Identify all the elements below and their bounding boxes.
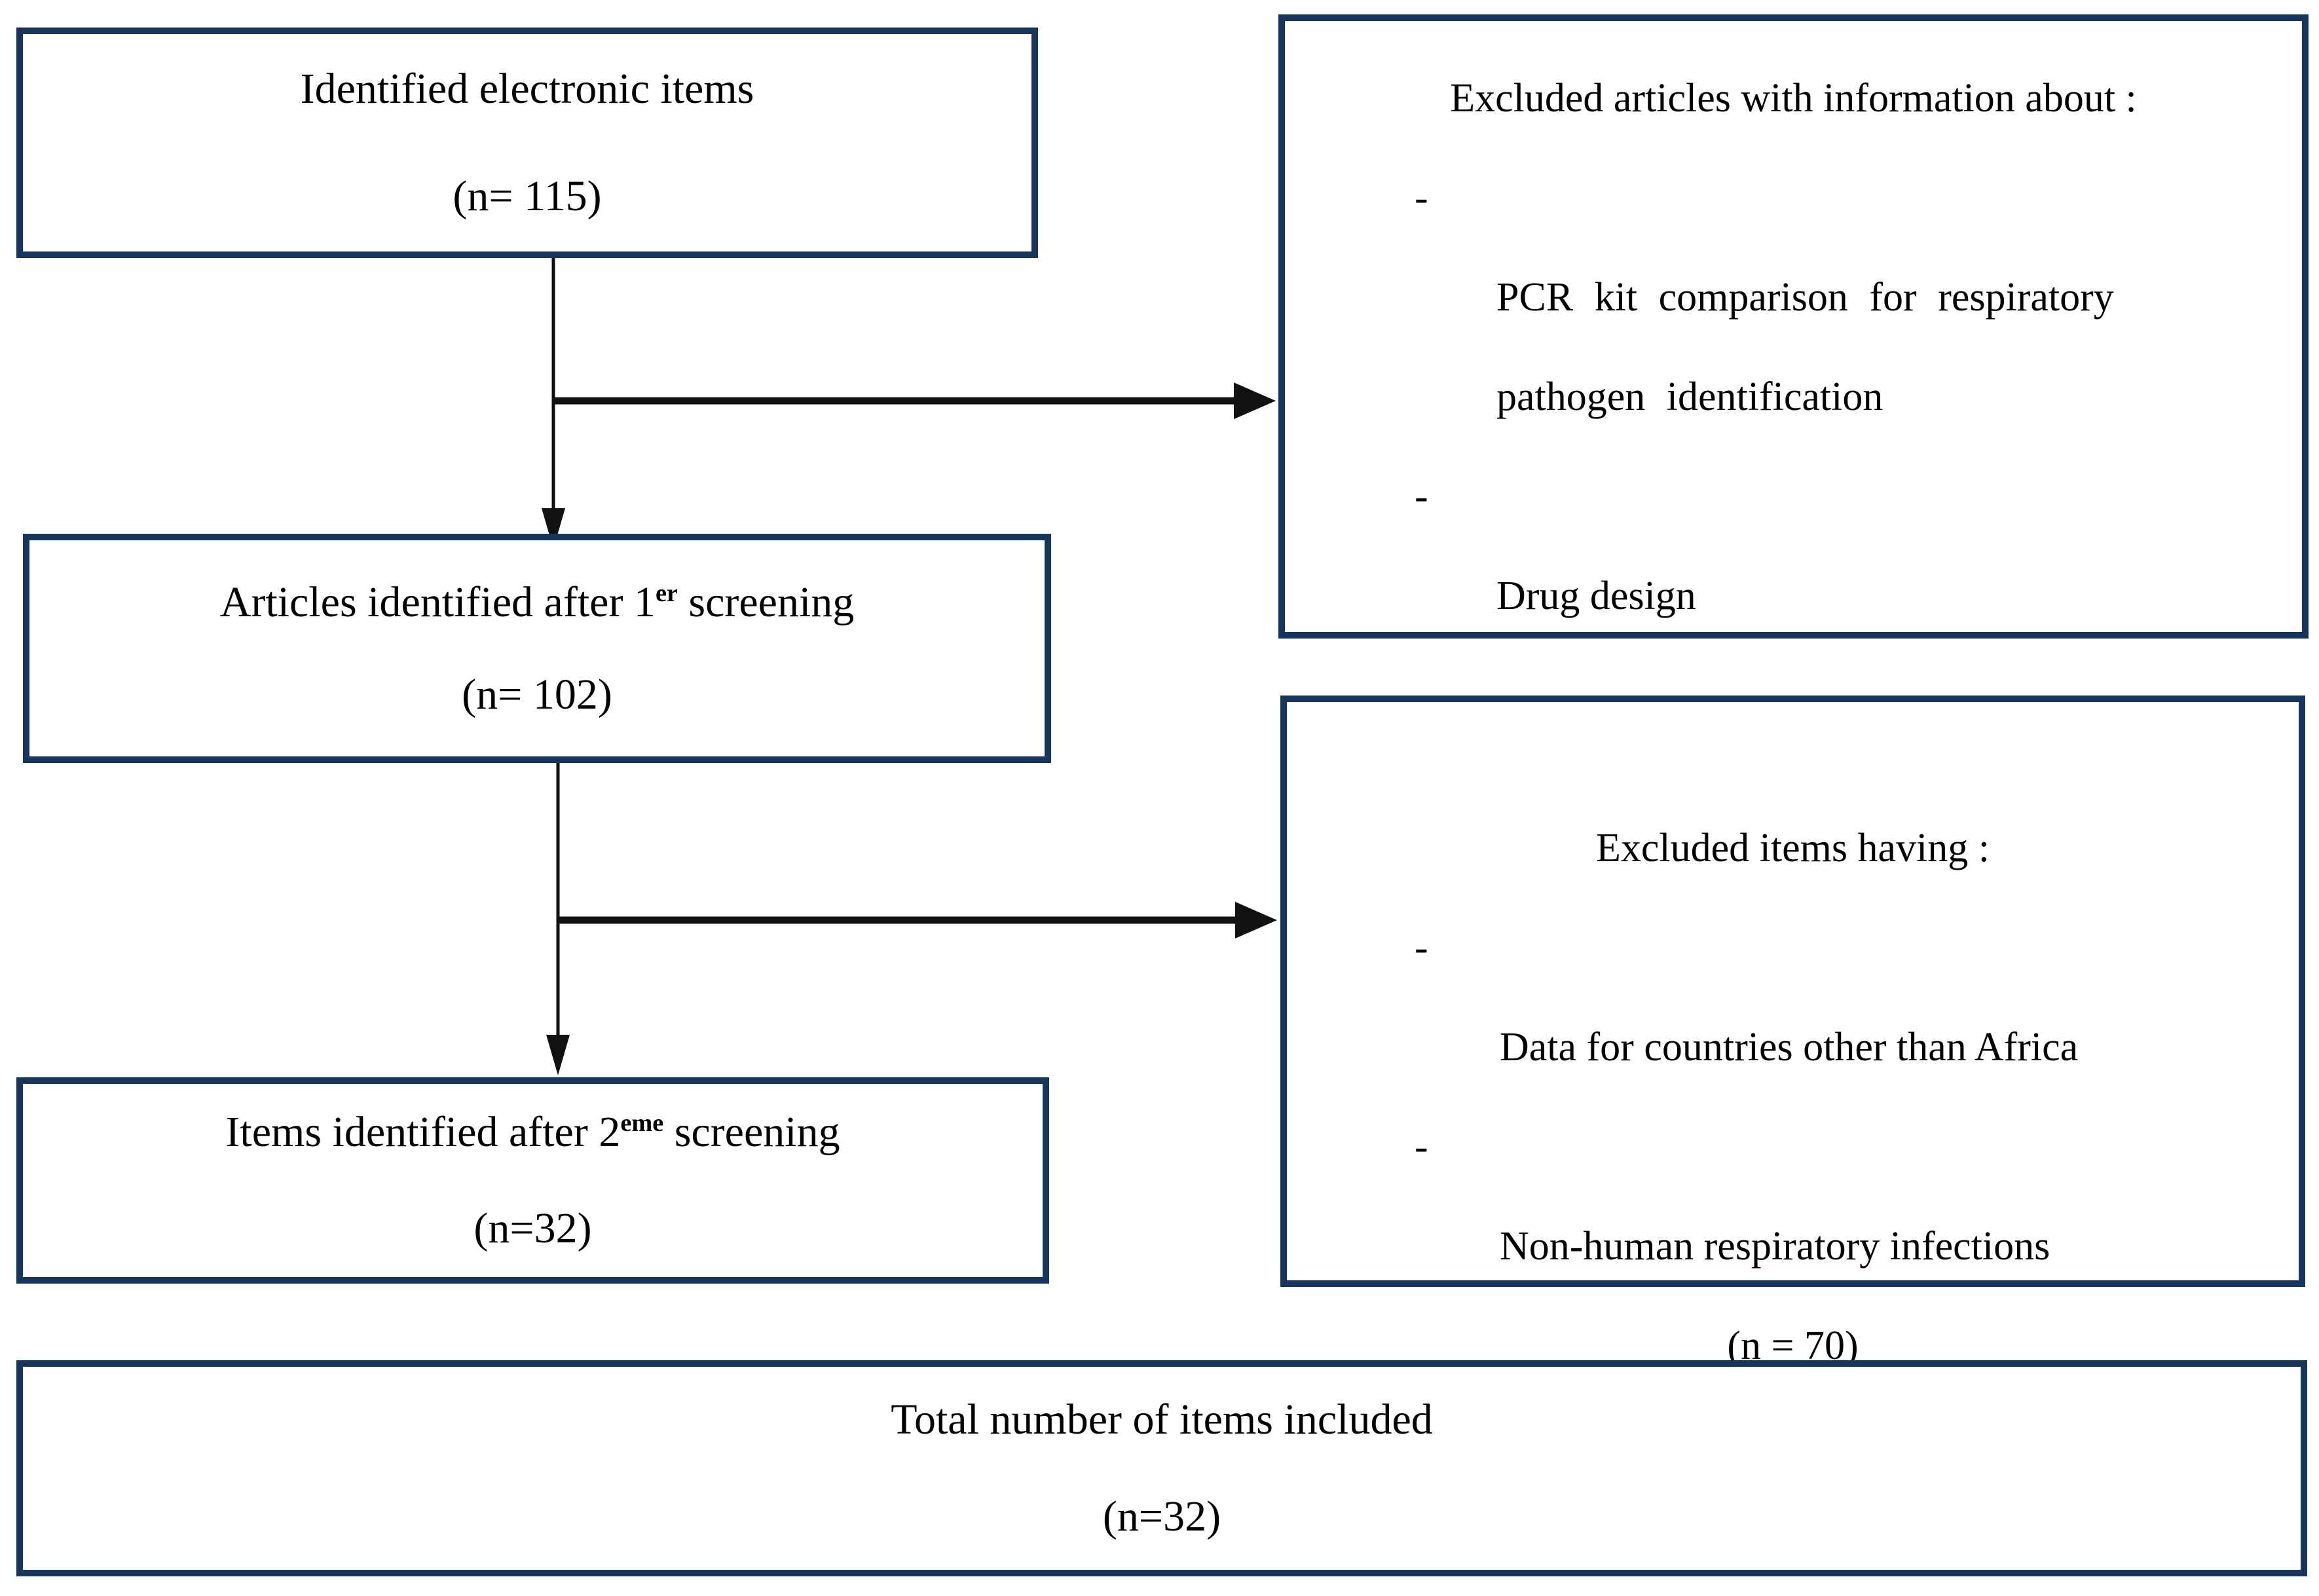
box-excluded-articles: Excluded articles with information about…: [1278, 14, 2309, 917]
arrow-down-1-head: [542, 508, 565, 549]
box-identified-items: Identified electronic items (n= 115): [16, 28, 1038, 258]
bullet-dash: -: [1415, 1124, 1428, 1169]
bullet-dash: -: [1415, 176, 1428, 220]
bullet-dash: -: [1415, 925, 1428, 970]
box-total-included: Total number of items included (n=32): [16, 1360, 2307, 1576]
arrow-right-2-head: [1235, 902, 1277, 938]
excluded-items-title: Excluded items having :: [1596, 826, 1990, 870]
box-total-count: (n=32): [1102, 1493, 1221, 1540]
title-text: Articles identified after 1: [219, 578, 656, 626]
title-text: screening: [663, 1108, 840, 1156]
excluded-items-item: - Non-human respiratory infections: [1415, 1097, 2269, 1296]
excluded-items-item-text: Data for countries other than Africa: [1500, 1025, 2079, 1069]
box-second-screening-title: Items identified after 2eme screening: [225, 1107, 840, 1157]
title-text: screening: [677, 578, 855, 626]
excluded-articles-item: - PCR kit comparison for respiratory path…: [1415, 148, 2273, 447]
box-first-screening-title: Articles identified after 1er screening: [220, 578, 855, 627]
excluded-articles-item: - Drug design: [1415, 447, 2273, 646]
excluded-articles-title: Excluded articles with information about…: [1450, 76, 2137, 121]
title-text: Items identified after 2: [225, 1108, 621, 1156]
bullet-dash: -: [1415, 474, 1428, 519]
excluded-articles-item-text: Drug design: [1496, 574, 1696, 618]
box-excluded-items: Excluded items having : - Data for countr…: [1280, 696, 2305, 1368]
box-total-title: Total number of items included: [891, 1396, 1433, 1443]
box-second-screening: Items identified after 2eme screening (n…: [16, 1077, 1049, 1284]
box-second-screening-count: (n=32): [473, 1204, 592, 1252]
title-superscript: er: [655, 579, 678, 607]
box-identified-count: (n= 115): [453, 172, 602, 220]
box-identified-title: Identified electronic items: [300, 65, 754, 113]
arrow-right-1-head: [1234, 382, 1276, 419]
title-superscript: eme: [620, 1109, 664, 1137]
box-first-screening: Articles identified after 1er screening …: [23, 534, 1051, 763]
excluded-articles-item-text: PCR kit comparison for respiratory patho…: [1496, 275, 2114, 419]
arrow-down-2-head: [546, 1035, 570, 1075]
excluded-items-item-text: Non-human respiratory infections: [1500, 1224, 2050, 1269]
excluded-items-item: - Data for countries other than Africa: [1415, 898, 2269, 1097]
box-first-screening-count: (n= 102): [462, 670, 612, 718]
